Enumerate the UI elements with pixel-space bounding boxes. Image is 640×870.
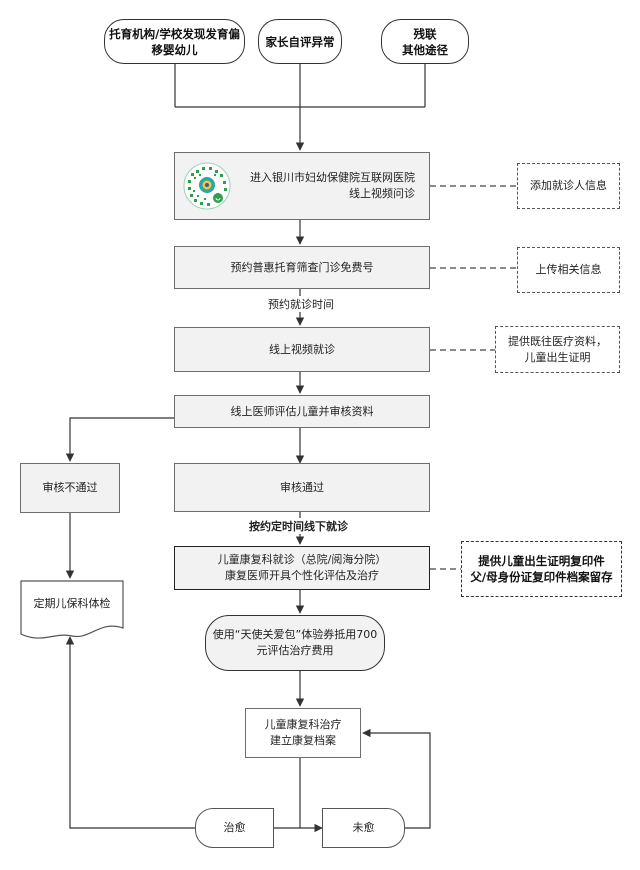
rehab-treatment-box: 儿童康复科治疗 建立康复档案	[245, 708, 361, 758]
source-parent-box: 家长自评异常	[258, 19, 342, 64]
reject-box: 审核不通过	[20, 463, 120, 513]
note-medical-docs: 提供既往医疗资料， 儿童出生证明	[495, 326, 620, 373]
offline-visit-label: 按约定时间线下就诊	[249, 518, 348, 534]
hospital-consult-box: 进入银川市妇幼保健院互联网医院 线上视频问诊	[174, 152, 430, 220]
hospital-consult-label: 进入银川市妇幼保健院互联网医院 线上视频问诊	[250, 171, 415, 200]
source-other-box: 残联 其他途径	[381, 19, 469, 64]
register-box: 预约普惠托育筛查门诊免费号	[174, 246, 430, 289]
pass-box: 审核通过	[174, 463, 430, 512]
note-add-patient: 添加就诊人信息	[517, 163, 620, 209]
assess-box: 线上医师评估儿童并审核资料	[174, 395, 430, 428]
checkup-box: 定期儿保科体检	[33, 597, 111, 610]
voucher-box: 使用“天使关爱包”体验券抵用700 元评估治疗费用	[205, 615, 385, 671]
not-cured-box: 未愈	[322, 808, 405, 848]
checkup-document-shape	[20, 580, 124, 639]
cured-box: 治愈	[195, 808, 274, 848]
book-time-label: 预约就诊时间	[268, 296, 334, 312]
source-school-box: 托育机构/学校发现发育偏 移婴幼儿	[104, 19, 245, 64]
rehab-visit-box: 儿童康复科就诊（总院/阅海分院） 康复医师开具个性化评估及治疗	[174, 546, 430, 590]
note-copies: 提供儿童出生证明复印件 父/母身份证复印件档案留存	[461, 541, 622, 597]
note-upload-info: 上传相关信息	[517, 247, 620, 293]
qr-code-icon	[183, 162, 231, 210]
video-visit-box: 线上视频就诊	[174, 327, 430, 372]
